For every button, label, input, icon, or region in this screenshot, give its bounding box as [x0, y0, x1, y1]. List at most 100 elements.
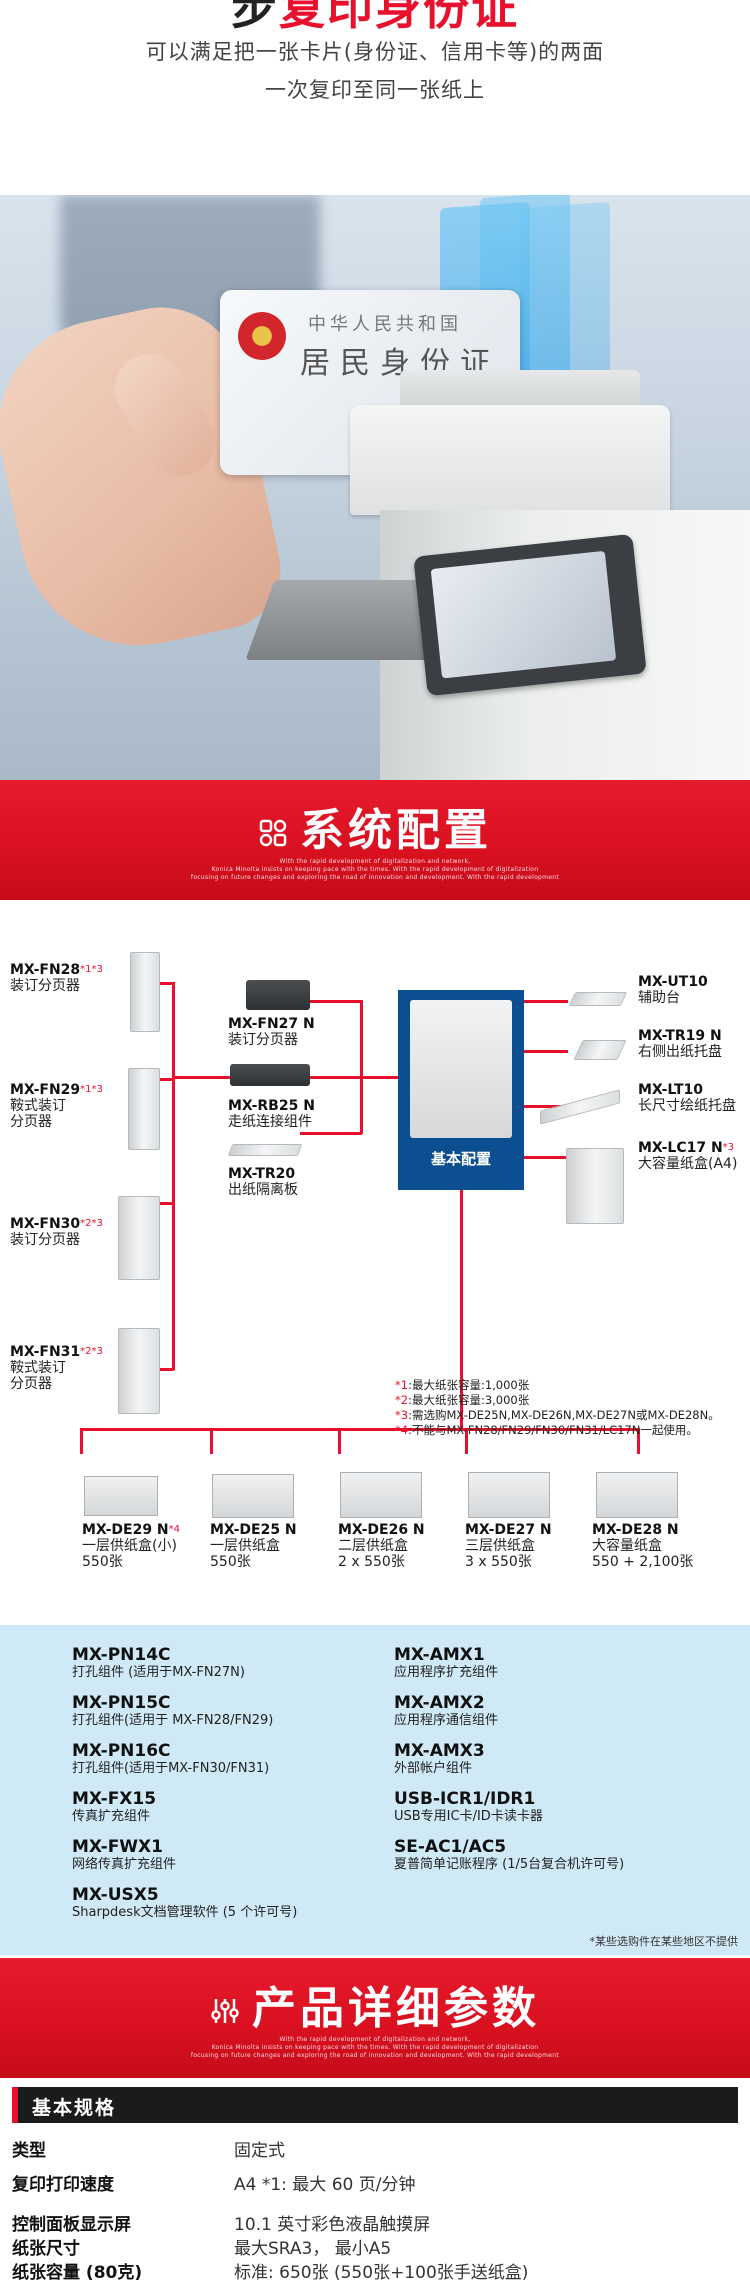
spec-value: 10.1 英寸彩色液晶触摸屏 — [234, 2215, 431, 2235]
connector-line — [310, 1076, 362, 1079]
sliders-icon — [211, 1999, 239, 2023]
connector-line — [524, 1156, 568, 1159]
hero-subtitle-1: 可以满足把一张卡片(身份证、信用卡等)的两面 — [145, 40, 605, 64]
base-copier-image — [410, 1000, 512, 1138]
auxiliary-table-image — [568, 992, 628, 1006]
base-configuration-label: 基本配置 — [430, 1150, 491, 1168]
spec-key: 控制面板显示屏 — [12, 2215, 131, 2235]
copier-top — [350, 405, 670, 515]
connector-line — [524, 1050, 568, 1053]
finisher-image — [130, 952, 160, 1032]
inner-finisher-image — [246, 980, 310, 1010]
connector-line — [310, 1000, 362, 1003]
connector-line — [150, 1078, 174, 1081]
right-exit-tray-image — [573, 1040, 627, 1060]
option-mx-fn29: MX-FN29*1*3 鞍式装订分页器 — [10, 1082, 103, 1130]
notes-block: *1:最大纸张容量:1,000张 *2:最大纸张容量:3,000张 *3:需选购… — [395, 1378, 720, 1438]
spec-key: 纸张容量 (80克) — [12, 2263, 143, 2280]
option-mx-fn28: MX-FN28*1*3 装订分页器 — [10, 962, 103, 994]
paper-tray-image — [468, 1472, 550, 1518]
band-subtext-3: focusing on future changes and exploring… — [190, 874, 560, 881]
paper-tray-image — [340, 1472, 422, 1518]
note-line: *3:需选购MX-DE25N,MX-DE26N,MX-DE27N或MX-DE28… — [395, 1408, 720, 1422]
option-mx-fn31: MX-FN31*2*3 鞍式装订分页器 — [10, 1344, 103, 1392]
connector-line — [80, 1428, 83, 1454]
hero-title: 步复印身份证 — [231, 0, 519, 35]
spec-key: 类型 — [12, 2141, 46, 2161]
connector-line — [360, 1000, 363, 1078]
spec-key: 纸张尺寸 — [12, 2239, 80, 2259]
product-params-title: 产品详细参数 — [0, 1972, 750, 2036]
connector-line — [465, 1428, 468, 1454]
connector-line — [524, 1000, 568, 1003]
hero-subtitle-2: 一次复印至同一张纸上 — [265, 78, 485, 102]
connector-line — [360, 1076, 363, 1134]
configuration-diagram: MX-FN28*1*3 装订分页器 MX-FN29*1*3 鞍式装订分页器 MX… — [0, 900, 750, 1625]
national-emblem-icon — [238, 312, 286, 360]
system-config-band: 系统配置 With the rapid development of digit… — [0, 780, 750, 900]
spec-value: 最大SRA3， 最小A5 — [234, 2239, 392, 2259]
product-params-band: 产品详细参数 With the rapid development of dig… — [0, 1958, 750, 2078]
copier-image — [245, 370, 750, 780]
copier-touch-screen — [430, 550, 617, 679]
paper-tray-image — [84, 1476, 158, 1516]
spec-value: A4 *1: 最大 60 页/分钟 — [234, 2175, 416, 2195]
long-paper-tray-image — [540, 1089, 620, 1125]
spec-row: 复印打印速度 A4 *1: 最大 60 页/分钟 — [12, 2166, 738, 2196]
option-mx-fn30: MX-FN30*2*3 装订分页器 — [10, 1216, 103, 1248]
band-subtext-2: Konica Minolta insists on keeping pace w… — [211, 2044, 539, 2051]
connector-line — [150, 1202, 174, 1205]
copier-control-panel — [413, 533, 647, 697]
spec-section-header: 基本规格 — [12, 2087, 738, 2123]
id-card-line-1: 中华人民共和国 — [308, 314, 462, 335]
bridge-unit-image — [230, 1064, 310, 1086]
large-capacity-tray-image — [566, 1148, 624, 1224]
connector-line — [210, 1428, 213, 1454]
base-configuration-box: 基本配置 — [398, 990, 524, 1190]
paper-tray-image — [596, 1472, 678, 1518]
finisher-image — [118, 1328, 160, 1414]
finisher-image — [118, 1196, 160, 1280]
connector-line — [637, 1428, 640, 1454]
spec-section-title: 基本规格 — [32, 2097, 117, 2119]
connector-line — [172, 982, 175, 1370]
band-subtext-1: With the rapid development of digitaliza… — [279, 858, 471, 865]
connector-line — [338, 1428, 341, 1454]
band-subtext-3: focusing on future changes and exploring… — [190, 2052, 560, 2059]
connector-line — [300, 1132, 362, 1135]
hero-photo: 中华人民共和国 居民身份证 — [0, 195, 750, 780]
connector-line — [460, 1190, 463, 1430]
note-line: *2:最大纸张容量:3,000张 — [395, 1393, 530, 1407]
spec-row: 类型 固定式 — [12, 2132, 738, 2162]
paper-tray-image — [212, 1474, 294, 1518]
spec-row: 控制面板显示屏 10.1 英寸彩色液晶触摸屏 — [12, 2206, 738, 2236]
spec-key: 复印打印速度 — [12, 2175, 114, 2195]
system-config-title: 系统配置 — [0, 794, 750, 858]
spec-row: 纸张尺寸 最大SRA3， 最小A5 — [12, 2230, 738, 2260]
spec-row: 纸张容量 (80克) 标准: 650张 (550张+100张手送纸盒) — [12, 2254, 738, 2280]
spec-value: 标准: 650张 (550张+100张手送纸盒) — [234, 2263, 529, 2280]
note-line: *4:不能与MX-FN28/FN29/FN30/FN31/LC17N一起使用。 — [395, 1423, 698, 1437]
grid-config-icon — [259, 819, 287, 847]
separator-tray-image — [227, 1144, 303, 1156]
